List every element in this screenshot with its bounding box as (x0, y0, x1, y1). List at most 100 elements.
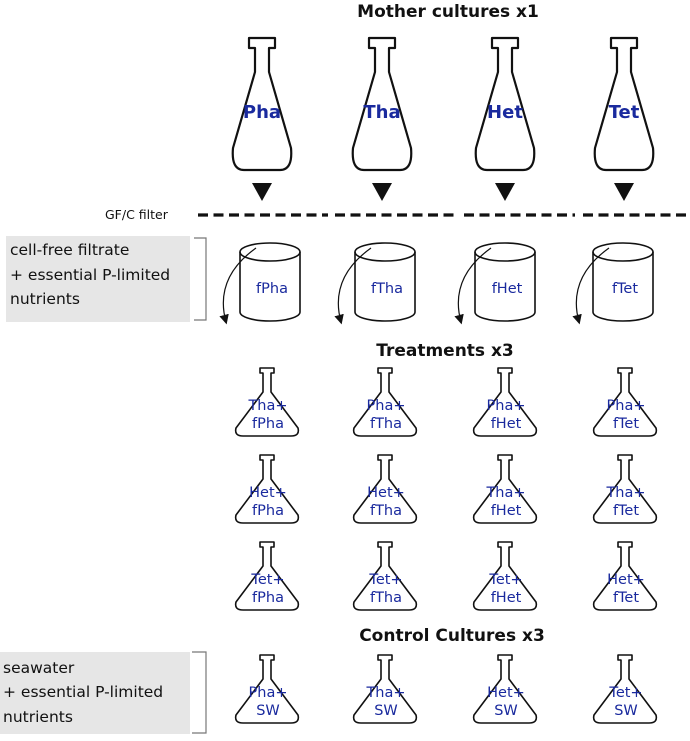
flask-label-line: Tet+ (368, 572, 402, 588)
flask-label-line: fPha (252, 503, 284, 519)
beaker-body (354, 252, 416, 322)
beaker-body (474, 252, 536, 322)
treatment-flask: Pha+fTha (352, 367, 418, 437)
filtrate-beaker: fTet (572, 242, 654, 325)
treatment-flask: Het+ fPha (234, 454, 300, 524)
mother-cultures-heading: Mother cultures x1 (357, 2, 539, 22)
transfer-arrow-icon (572, 247, 610, 325)
flask-label-line: Tha+ (485, 485, 525, 501)
flask-label-line: fTha (370, 590, 402, 606)
filtrate-label: fTha (371, 281, 403, 297)
flask-label-line: SW (494, 703, 518, 719)
flask-label-line: fTet (613, 416, 639, 432)
treatment-flask: Tha+fTet (592, 454, 658, 524)
treatment-flask: Het+ fTet (592, 541, 658, 611)
flask-outline (472, 541, 538, 611)
down-arrow-icon (372, 183, 392, 201)
beaker-rim (239, 242, 301, 262)
filtrates-row: fPha fTha fHet fTet (219, 242, 654, 325)
filtrate-note-line-2: + essential P-limited (10, 266, 170, 284)
flask-label-line: fTet (613, 503, 639, 519)
flask-outline (234, 541, 300, 611)
filtrate-beaker: fPha (219, 242, 301, 325)
filtrate-note-box (6, 236, 190, 322)
transfer-arrow-icon (334, 247, 372, 325)
flask-outline (472, 367, 538, 437)
down-arrow-icon (252, 183, 272, 201)
filtrate-beaker: fTha (334, 242, 416, 325)
beaker-body (239, 252, 301, 322)
flask-outline (474, 36, 536, 172)
flask-outline (592, 454, 658, 524)
mother-culture-flask: Pha (231, 36, 293, 201)
flask-label-line: Pha+ (607, 398, 646, 414)
flask-label-line: Tet+ (250, 572, 284, 588)
filtrate-note-line-3: nutrients (10, 290, 80, 308)
treatment-flask: Pha+ fHet (472, 367, 538, 437)
treatment-flask: Tet+fPha (234, 541, 300, 611)
gf-c-filter-label: GF/C filter (105, 207, 169, 222)
treatment-flask: Het+ fTha (352, 454, 418, 524)
flask-outline (234, 367, 300, 437)
flask-outline (352, 454, 418, 524)
flask-label-line: Het+ (607, 572, 645, 588)
mother-culture-label: Tha (363, 102, 400, 123)
mother-culture-label: Pha (243, 102, 281, 123)
filtrate-label: fHet (492, 281, 523, 297)
mother-culture-label: Het (487, 102, 523, 123)
flask-outline (472, 454, 538, 524)
mother-culture-label: Tet (609, 102, 640, 123)
flask-label-line: fTha (370, 503, 402, 519)
treatment-flask: Tet+ fTha (352, 541, 418, 611)
flask-outline (593, 36, 655, 172)
mother-cultures-row: Pha Tha Het Tet (231, 36, 655, 201)
flask-label-line: fHet (491, 416, 522, 432)
down-arrow-icon (495, 183, 515, 201)
seawater-note-line-1: seawater (3, 659, 75, 677)
flask-label-line: SW (374, 703, 398, 719)
flask-outline (351, 36, 413, 172)
beaker-rim (592, 242, 654, 262)
filtrate-label: fPha (256, 281, 288, 297)
flask-label-line: Pha+ (487, 398, 526, 414)
flask-label-line: Tet+ (488, 572, 522, 588)
control-cultures-heading: Control Cultures x3 (359, 626, 545, 646)
treatment-flask: Tha+fPha (234, 367, 300, 437)
beaker-rim (354, 242, 416, 262)
flask-outline (231, 36, 293, 172)
treatments-grid: Tha+fPhaPha+fThaPha+fHetPha+fTetHet+fPha… (234, 367, 658, 611)
treatment-flask: Tet+ fHet (472, 541, 538, 611)
mother-culture-flask: Tet (593, 36, 655, 201)
beaker-rim (474, 242, 536, 262)
mother-culture-flask: Tha (351, 36, 413, 201)
filtrate-beaker: fHet (454, 242, 536, 325)
flask-outline (352, 541, 418, 611)
seawater-note-line-2: + essential P-limited (3, 683, 163, 701)
control-flask: Tet+SW (592, 654, 658, 724)
flask-label-line: SW (614, 703, 638, 719)
treatment-flask: Tha+ fHet (472, 454, 538, 524)
flask-label-line: fPha (252, 416, 284, 432)
transfer-arrow-icon (219, 247, 257, 325)
flask-label-line: Het+ (367, 485, 405, 501)
treatments-heading: Treatments x3 (376, 341, 514, 361)
flask-outline (592, 654, 658, 724)
flask-label-line: fHet (491, 503, 522, 519)
flask-label-line: Tha+ (365, 685, 405, 701)
flask-outline (352, 367, 418, 437)
control-flask: Tha+ SW (352, 654, 418, 724)
flask-label-line: fHet (491, 590, 522, 606)
seawater-note-line-3: nutrients (3, 708, 73, 726)
control-flask: Het+SW (472, 654, 538, 724)
flask-label-line: Het+ (249, 485, 287, 501)
flask-outline (592, 541, 658, 611)
filtrate-note-bracket (194, 237, 207, 321)
treatment-flask: Pha+ fTet (592, 367, 658, 437)
seawater-note-box (0, 652, 190, 734)
transfer-arrow-icon (454, 247, 492, 325)
control-flask: Pha+SW (234, 654, 300, 724)
flask-label-line: fTet (613, 590, 639, 606)
flask-outline (234, 654, 300, 724)
